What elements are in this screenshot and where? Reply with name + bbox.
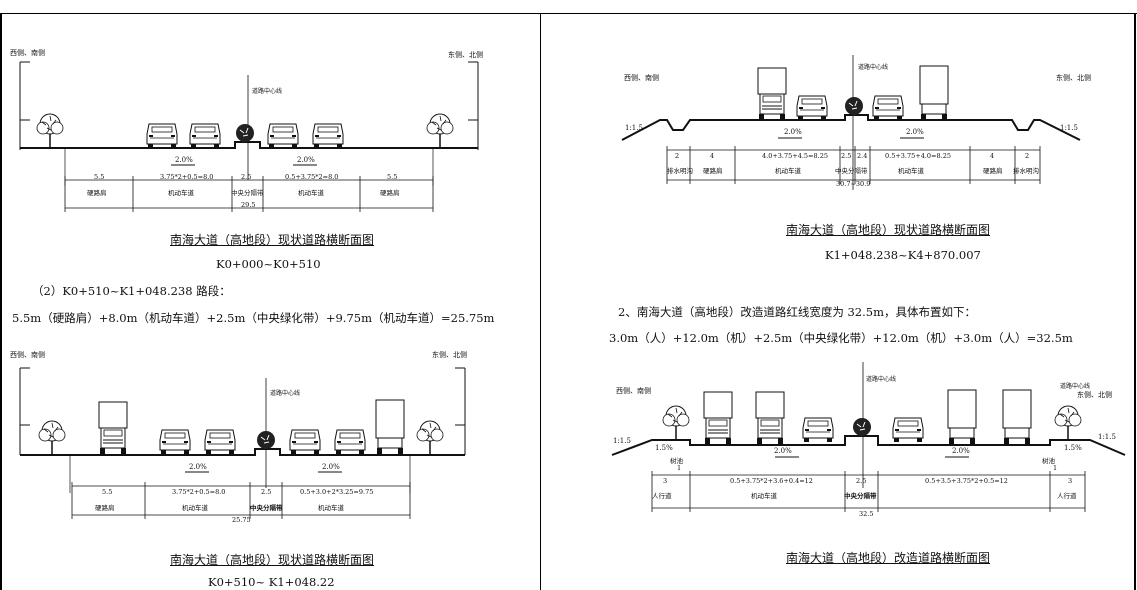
fig3-label-1: 排水明沟: [667, 167, 693, 175]
fig3-slope-left: 2.0%: [784, 128, 802, 136]
fig2-section: [19, 367, 466, 519]
fig2-slope-left: 2.0%: [189, 463, 207, 471]
fig4-west-label: 西侧、南侧: [616, 387, 651, 395]
fig4-caption: 南海大道（高地段）改造道路横断面图: [786, 551, 991, 565]
fig4-dim-4: 0.5+3.5+3.75*2+0.5=12: [925, 477, 1008, 485]
fig2-dim-1: 5.5: [102, 488, 113, 496]
fig2-dim-2: 3.75*2+0.5=8.0: [172, 488, 226, 496]
fig4-tree-pool-right: 树池: [1042, 457, 1055, 465]
fig1-label-4: 机动车道: [298, 189, 324, 197]
fig1-slope-left: 2.0%: [175, 156, 193, 164]
fig4-total: 32.5: [859, 510, 874, 518]
fig1-total: 29.5: [241, 201, 256, 209]
fig3-dim-5: 2.4: [857, 152, 868, 160]
fig2-slope-right: 2.0%: [322, 463, 340, 471]
fig1-dim-3: 2.5: [241, 173, 252, 181]
fig2-west-label: 西侧、南侧: [10, 351, 45, 359]
fig4-east-label: 东侧、北侧: [1077, 391, 1112, 399]
fig1-label-5: 硬路肩: [380, 189, 400, 197]
fig4-side-slope-left: 1.5%: [655, 444, 673, 452]
fig1-dim-1: 5.5: [94, 173, 105, 181]
fig1-range: K0+000~K0+510: [216, 257, 321, 271]
fig3-section: [621, 55, 1081, 190]
fig3-dim-2: 4: [710, 152, 715, 160]
fig3-label-6: 硬路肩: [983, 167, 1003, 175]
fig1-dim-5: 5.5: [387, 173, 398, 181]
fig1-dim-4: 0.5+3.75*2=8.0: [285, 173, 339, 181]
fig1-slope-right: 2.0%: [297, 156, 315, 164]
fig3-dim-7: 4: [990, 152, 995, 160]
fig4-centerline-label: 道路中心线: [866, 376, 897, 383]
fig3-dim-8: 2: [1025, 152, 1030, 160]
fig4-label-4: 人行道: [1057, 492, 1077, 500]
fig4-slope-right: 2.0%: [952, 447, 970, 455]
redline-width-paragraph: 2、南海大道（高地段）改造道路红线宽度为 32.5m，具体布置如下：: [618, 305, 976, 319]
fig3-bank-right: 1:1.5: [1060, 124, 1078, 132]
composition-formula-left: 5.5m（硬路肩）+8.0m（机动车道）+2.5m（中央绿化带）+9.75m（机…: [12, 311, 495, 325]
fig1-dim-2: 3.75*2+0.5=8.0: [160, 173, 214, 181]
fig1-section: [19, 61, 479, 212]
fig3-dim-1: 2: [675, 152, 680, 160]
fig1-label-2: 机动车道: [168, 189, 194, 197]
fig2-range: K0+510~ K1+048.22: [208, 575, 335, 589]
fig4-pool-width-right: 1: [1053, 464, 1058, 472]
fig1-east-label: 东侧、北侧: [448, 51, 483, 59]
table-left-border: [0, 13, 2, 590]
fig2-label-2: 机动车道: [182, 504, 208, 512]
fig3-slope-right: 2.0%: [906, 128, 924, 136]
fig4-dim-1: 3: [663, 477, 668, 485]
fig3-dim-3: 4.0+3.75+4.5=8.25: [762, 152, 828, 160]
fig2-label-4: 机动车道: [318, 504, 344, 512]
table-divider: [540, 13, 541, 590]
fig4-label-1: 人行道: [652, 492, 672, 500]
fig4-centerline-label-right: 道路中心线: [1060, 383, 1091, 390]
fig4-pool-width-left: 1: [677, 464, 682, 472]
fig4-side-slope-right: 1.5%: [1064, 444, 1082, 452]
fig4-label-3: 中央分隔带: [844, 492, 877, 500]
fig1-label-1: 硬路肩: [87, 189, 107, 197]
fig1-label-3: 中央分隔带: [231, 189, 264, 197]
fig4-section: [611, 362, 1126, 512]
fig4-dim-3: 2.5: [856, 477, 867, 485]
fig3-total: 30.7~30.9: [836, 180, 871, 188]
fig2-caption: 南海大道（高地段）现状道路横断面图: [170, 553, 375, 567]
fig3-label-7: 排水明沟: [1013, 167, 1039, 175]
fig2-centerline-label: 道路中心线: [270, 390, 301, 397]
fig3-bank-left: 1:1.5: [625, 124, 643, 132]
fig3-label-2: 硬路肩: [703, 167, 723, 175]
fig2-dim-4: 0.5+3.0+2*3.25=9.75: [300, 488, 374, 496]
fig4-bank-right: 1:1.5: [1098, 433, 1116, 441]
fig3-dim-4: 2.5: [841, 152, 852, 160]
fig1-centerline-label: 道路中心线: [252, 88, 283, 95]
section-heading-2: （2）K0+510~K1+048.238 路段：: [32, 284, 231, 298]
fig2-dim-3: 2.5: [261, 488, 272, 496]
fig4-label-2: 机动车道: [751, 492, 777, 500]
fig3-range: K1+048.238~K4+870.007: [825, 248, 981, 262]
fig3-caption: 南海大道（高地段）现状道路横断面图: [786, 223, 991, 237]
fig1-west-label: 西侧、南侧: [10, 49, 45, 57]
fig2-label-1: 硬路肩: [95, 504, 115, 512]
fig3-west-label: 西侧、南侧: [624, 74, 659, 82]
table-top-border: [0, 0, 1137, 14]
fig4-slope-left: 2.0%: [774, 447, 792, 455]
fig2-label-3: 中央分隔带: [250, 504, 283, 512]
composition-formula-right: 3.0m（人）+12.0m（机）+2.5m（中央绿化带）+12.0m（机）+3.…: [609, 331, 1073, 345]
fig3-dim-6: 0.5+3.75+4.0=8.25: [885, 152, 951, 160]
fig4-bank-left: 1:1.5: [613, 437, 631, 445]
fig4-tree-pool-left: 树池: [670, 457, 683, 465]
fig2-east-label: 东侧、北侧: [432, 351, 467, 359]
table-right-border: [1134, 13, 1136, 590]
fig3-label-4: 中央分隔带: [835, 167, 868, 175]
fig3-centerline-label: 道路中心线: [858, 64, 889, 71]
fig1-caption: 南海大道（高地段）现状道路横断面图: [170, 233, 375, 247]
fig2-total: 25.75: [232, 516, 251, 524]
fig3-east-label: 东侧、北侧: [1056, 74, 1091, 82]
fig3-label-3: 机动车道: [775, 167, 801, 175]
fig4-dim-2: 0.5+3.75*2+3.6+0.4=12: [730, 477, 813, 485]
fig3-label-5: 机动车道: [898, 167, 924, 175]
fig4-dim-5: 3: [1068, 477, 1073, 485]
